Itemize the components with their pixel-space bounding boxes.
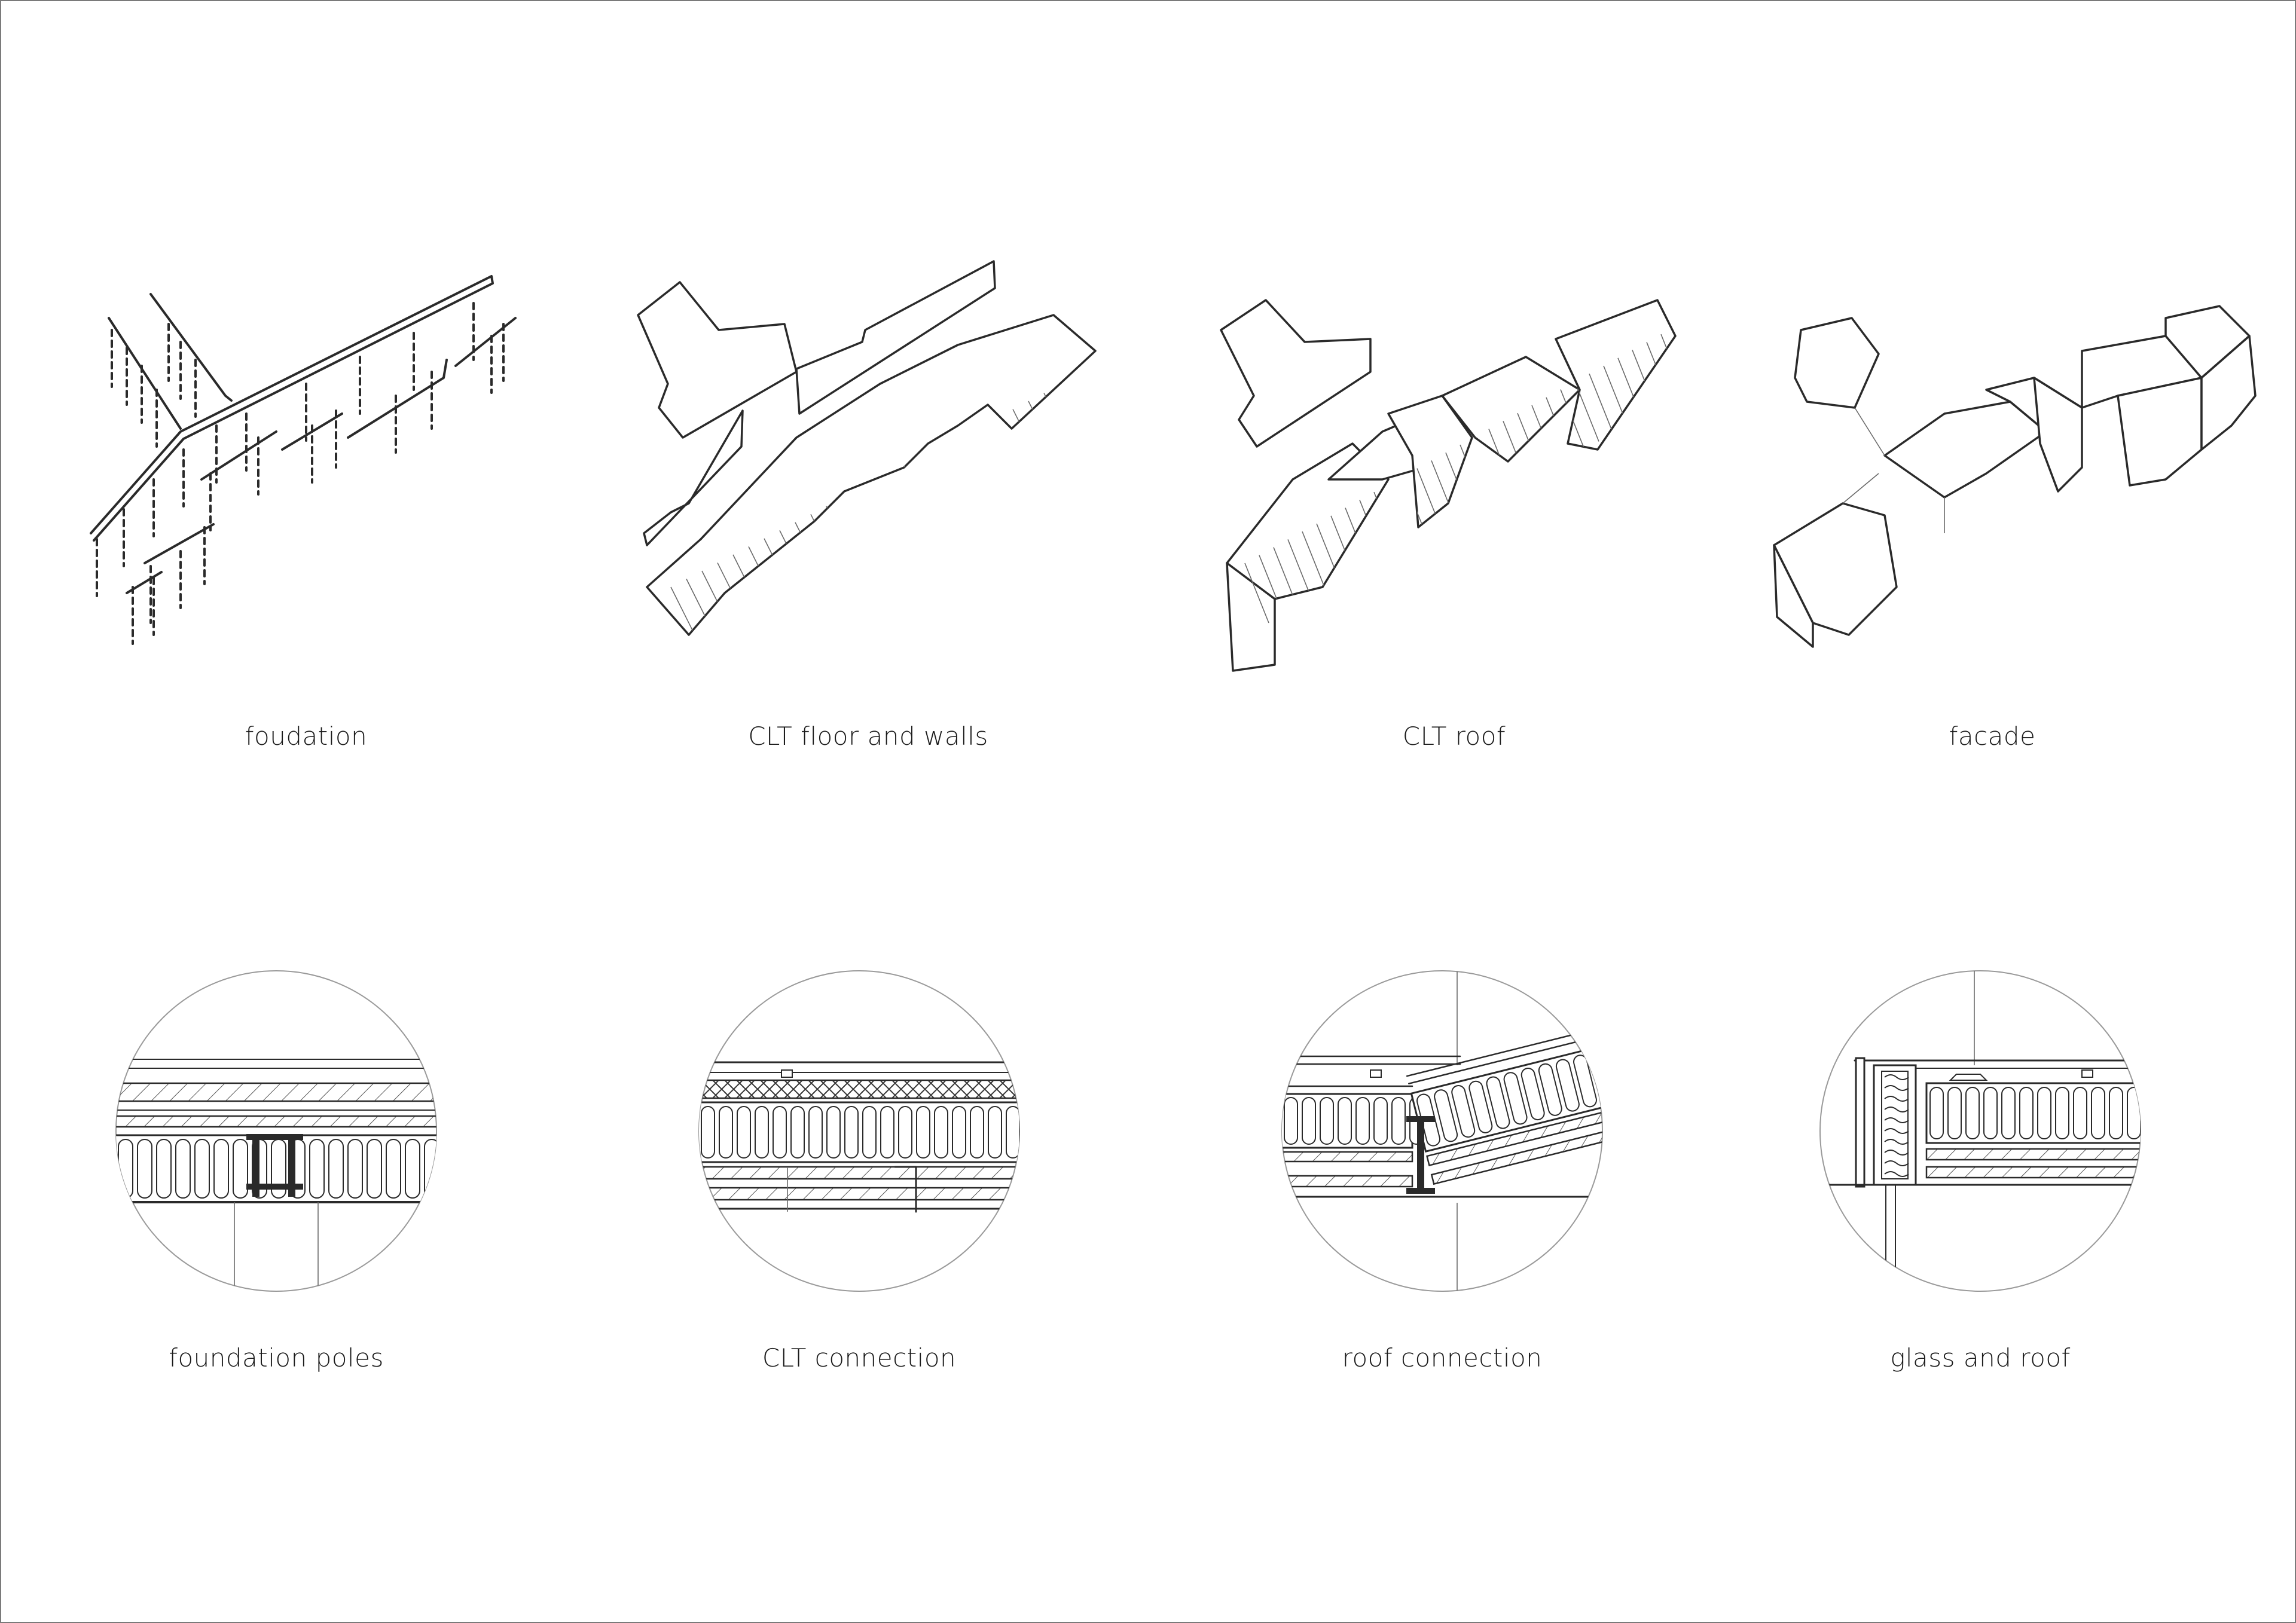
clt-roof-caption: CLT roof xyxy=(1402,722,1506,751)
roof-segment-4 xyxy=(1441,356,1581,463)
floor-slab-wing xyxy=(637,281,798,439)
roof-wing xyxy=(1220,299,1372,448)
clt-floor-walls-diagram: CLT floor and walls xyxy=(623,252,1113,766)
roof-connection-caption: roof connection xyxy=(1342,1343,1543,1373)
foundation-poles-detail: foundation poles xyxy=(115,970,438,1388)
roof-segment-5 xyxy=(1555,299,1677,451)
floor-slab-main xyxy=(646,314,1097,636)
facade-axonometric xyxy=(1773,305,2257,648)
glass-and-roof-caption: glass and roof xyxy=(1890,1343,2071,1373)
clt-floor-walls-axonometric xyxy=(637,260,1097,636)
facade-caption: facade xyxy=(1949,722,2036,751)
glass-and-roof-detail: glass and roof xyxy=(1819,970,2142,1388)
foundation-axonometric xyxy=(90,275,517,645)
foundation-poles-section xyxy=(115,970,437,1292)
roof-connection-section xyxy=(1281,970,1603,1292)
glass-and-roof-section xyxy=(1819,970,2141,1292)
wall-panel-upper xyxy=(795,260,996,415)
wall-panel-lower xyxy=(643,409,744,546)
clt-roof-axonometric xyxy=(1220,299,1677,672)
roof-connection-detail: roof connection xyxy=(1281,970,1604,1388)
facade-edges xyxy=(1842,407,1945,533)
facade-volumes xyxy=(1773,305,2257,648)
clt-roof-diagram: CLT roof xyxy=(1209,252,1699,766)
clt-connection-section xyxy=(698,970,1020,1292)
foundation-poles-caption: foundation poles xyxy=(169,1343,384,1373)
roof-segment-1-side xyxy=(1226,562,1276,672)
foundation-caption: foudation xyxy=(245,722,368,751)
clt-connection-detail: CLT connection xyxy=(698,970,1021,1388)
foundation-diagram: foudation xyxy=(61,252,551,766)
facade-diagram: facade xyxy=(1747,252,2257,766)
clt-connection-caption: CLT connection xyxy=(762,1343,957,1373)
clt-floor-walls-caption: CLT floor and walls xyxy=(748,722,988,751)
